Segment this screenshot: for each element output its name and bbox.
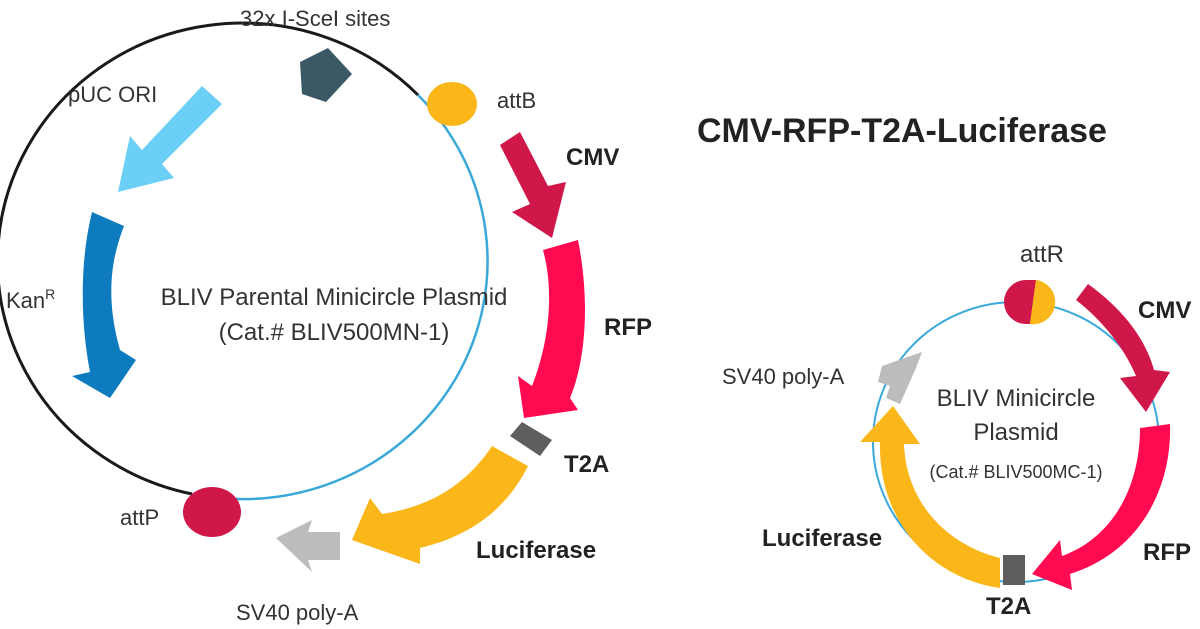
- label-attr: attR: [1020, 241, 1064, 268]
- label-isce-sites: 32x I-SceI sites: [240, 6, 390, 31]
- parental-rfp-arrow: [518, 240, 585, 418]
- minicircle-luciferase-arrow: [860, 406, 1000, 588]
- parental-plasmid-name: BLIV Parental Minicircle Plasmid: [161, 284, 508, 311]
- label-minicircle-t2a: T2A: [986, 593, 1031, 620]
- label-attp: attP: [120, 505, 159, 530]
- attr-site: [1004, 280, 1056, 325]
- attp-site: [183, 487, 241, 537]
- label-parental-cmv: CMV: [566, 144, 619, 171]
- parental-sv40-arrow: [276, 520, 340, 572]
- minicircle-sv40-arrow: [878, 352, 922, 404]
- label-minicircle-cmv: CMV: [1138, 297, 1191, 324]
- label-kan-resistance: KanR: [6, 286, 55, 313]
- minicircle-cmv-arrow: [1076, 284, 1170, 412]
- parental-cmv-arrow: [500, 132, 566, 238]
- label-minicircle-luciferase: Luciferase: [762, 525, 882, 552]
- label-kan: Kan: [6, 288, 45, 313]
- minicircle-plasmid-map: attR CMV RFP T2A Luciferase SV40 poly-A …: [722, 241, 1191, 620]
- parental-plasmid-map: 32x I-SceI sites pUC ORI KanR attB CMV R…: [0, 6, 652, 625]
- label-minicircle-rfp: RFP: [1143, 539, 1191, 566]
- parental-plasmid-catalog: (Cat.# BLIV500MN-1): [219, 319, 450, 346]
- minicircle-plasmid-catalog: (Cat.# BLIV500MC-1): [929, 462, 1102, 482]
- label-parental-t2a: T2A: [564, 451, 609, 478]
- label-parental-luciferase: Luciferase: [476, 537, 596, 564]
- minicircle-plasmid-name-line1: BLIV Minicircle: [937, 385, 1096, 412]
- minicircle-t2a-block: [1003, 555, 1025, 585]
- kan-resistance-arrow: [72, 212, 136, 398]
- parental-backbone-black: [0, 21, 420, 496]
- construct-title: CMV-RFP-T2A-Luciferase: [697, 112, 1107, 150]
- parental-backbone-blue: [191, 94, 489, 501]
- isce-sites-arrow: [300, 48, 352, 102]
- parental-luciferase-arrow: [352, 446, 528, 564]
- label-kan-superscript: R: [45, 286, 55, 302]
- label-puc-ori: pUC ORI: [68, 82, 157, 107]
- attb-site: [427, 82, 477, 126]
- minicircle-plasmid-name-line2: Plasmid: [973, 419, 1058, 446]
- label-parental-rfp: RFP: [604, 314, 652, 341]
- parental-t2a-block: [510, 422, 552, 456]
- label-attb: attB: [497, 88, 536, 113]
- puc-ori-arrow: [118, 86, 222, 192]
- label-minicircle-sv40: SV40 poly-A: [722, 364, 845, 389]
- label-parental-sv40: SV40 poly-A: [236, 600, 359, 625]
- minicircle-rfp-arrow: [1032, 424, 1171, 590]
